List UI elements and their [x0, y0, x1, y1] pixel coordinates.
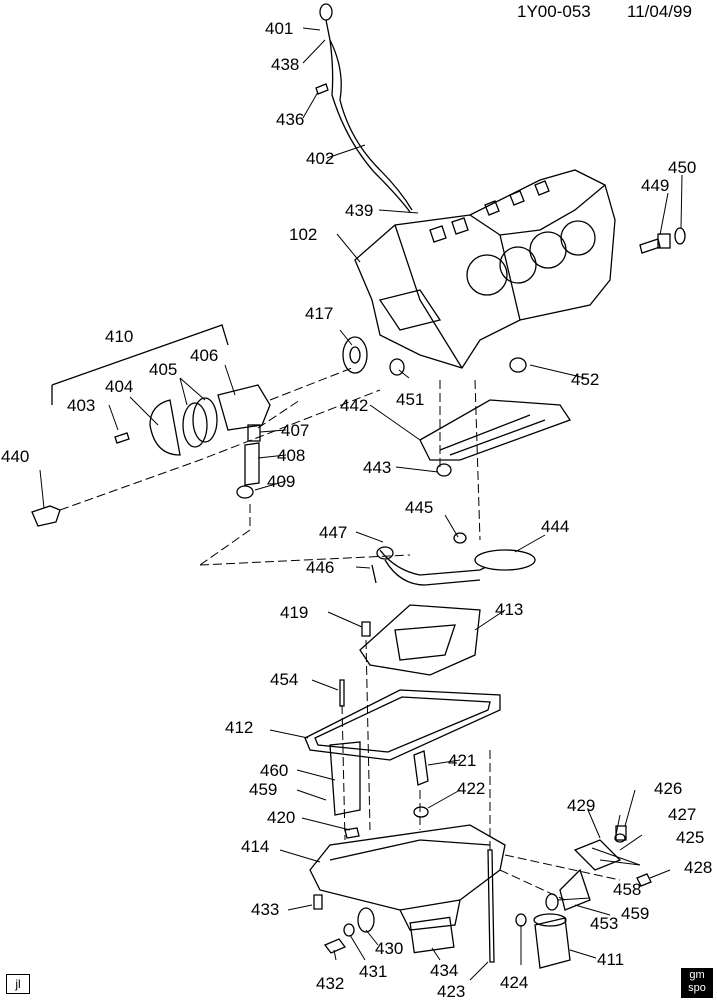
spo-logo-text: spo: [688, 982, 706, 994]
callout-102: 102: [289, 225, 318, 244]
callout-447: 447: [319, 523, 348, 542]
drawing-id: 1Y00-053: [517, 2, 591, 21]
leader-lines: [39, 27, 683, 981]
expansion-plug-assembly: [639, 227, 686, 254]
callout-434: 434: [430, 961, 459, 980]
callout-410: 410: [105, 327, 134, 346]
callout-440: 440: [1, 447, 30, 466]
callout-409: 409: [267, 472, 296, 491]
callout-425: 425: [676, 828, 705, 847]
callout-458: 458: [613, 880, 642, 899]
callout-424: 424: [500, 973, 529, 992]
callout-411: 411: [597, 950, 625, 969]
callout-408: 408: [277, 446, 306, 465]
callout-428: 428: [684, 858, 713, 877]
corner-mark-left: jl: [6, 974, 30, 994]
oil-filter: [533, 893, 571, 969]
callout-460: 460: [260, 761, 289, 780]
callout-419: 419: [280, 603, 309, 622]
callout-417: 417: [305, 304, 334, 323]
callout-446: 446: [306, 558, 335, 577]
callout-444: 444: [541, 517, 570, 536]
callout-442: 442: [340, 396, 369, 415]
engine-block: [354, 169, 616, 369]
oil-pan: [309, 741, 506, 954]
callout-443: 443: [363, 458, 392, 477]
fasteners: [313, 621, 527, 963]
oil-pan-gasket: [304, 689, 501, 761]
callout-454: 454: [270, 670, 299, 689]
callout-429: 429: [567, 796, 596, 815]
callout-453: 453: [590, 914, 619, 933]
callout-459-upper: 459: [249, 780, 278, 799]
callout-445: 445: [405, 498, 434, 517]
oil-pump-assembly: [31, 324, 271, 527]
drawing-date: 11/04/99: [627, 2, 692, 21]
callout-426: 426: [654, 779, 683, 798]
callout-420: 420: [267, 808, 296, 827]
callout-431: 431: [359, 962, 388, 981]
callout-451: 451: [396, 390, 425, 409]
callout-403: 403: [67, 396, 96, 415]
gm-spo-logo: gm spo: [681, 968, 713, 998]
callout-423: 423: [437, 982, 466, 1001]
callout-459-lower: 459: [621, 904, 650, 923]
callout-402: 402: [306, 149, 335, 168]
callout-449: 449: [641, 176, 670, 195]
callout-436: 436: [276, 110, 305, 129]
crank-sprocket: [342, 336, 527, 376]
callout-414: 414: [241, 837, 270, 856]
callout-438: 438: [271, 55, 300, 74]
oil-pickup-tube: [371, 463, 536, 586]
callout-450: 450: [668, 158, 697, 177]
callout-427: 427: [668, 805, 697, 824]
callout-404: 404: [105, 377, 134, 396]
gm-logo-text: gm: [689, 969, 705, 981]
callout-421: 421: [448, 751, 477, 770]
callout-439: 439: [345, 201, 374, 220]
callout-406: 406: [190, 346, 219, 365]
callout-430: 430: [375, 939, 404, 958]
callout-401: 401: [265, 19, 294, 38]
alignment-lines: [59, 367, 621, 901]
oil-level-sensor: [559, 825, 652, 911]
callout-405: 405: [149, 360, 178, 379]
callout-432: 432: [316, 974, 345, 993]
oil-baffle: [419, 399, 571, 461]
callout-433: 433: [251, 900, 280, 919]
windage-tray: [359, 604, 481, 676]
callout-413: 413: [495, 600, 524, 619]
dipstick-assembly: [315, 3, 413, 213]
callout-407: 407: [281, 421, 310, 440]
callout-422: 422: [457, 779, 486, 798]
callout-452: 452: [571, 370, 600, 389]
callout-412: 412: [225, 718, 254, 737]
